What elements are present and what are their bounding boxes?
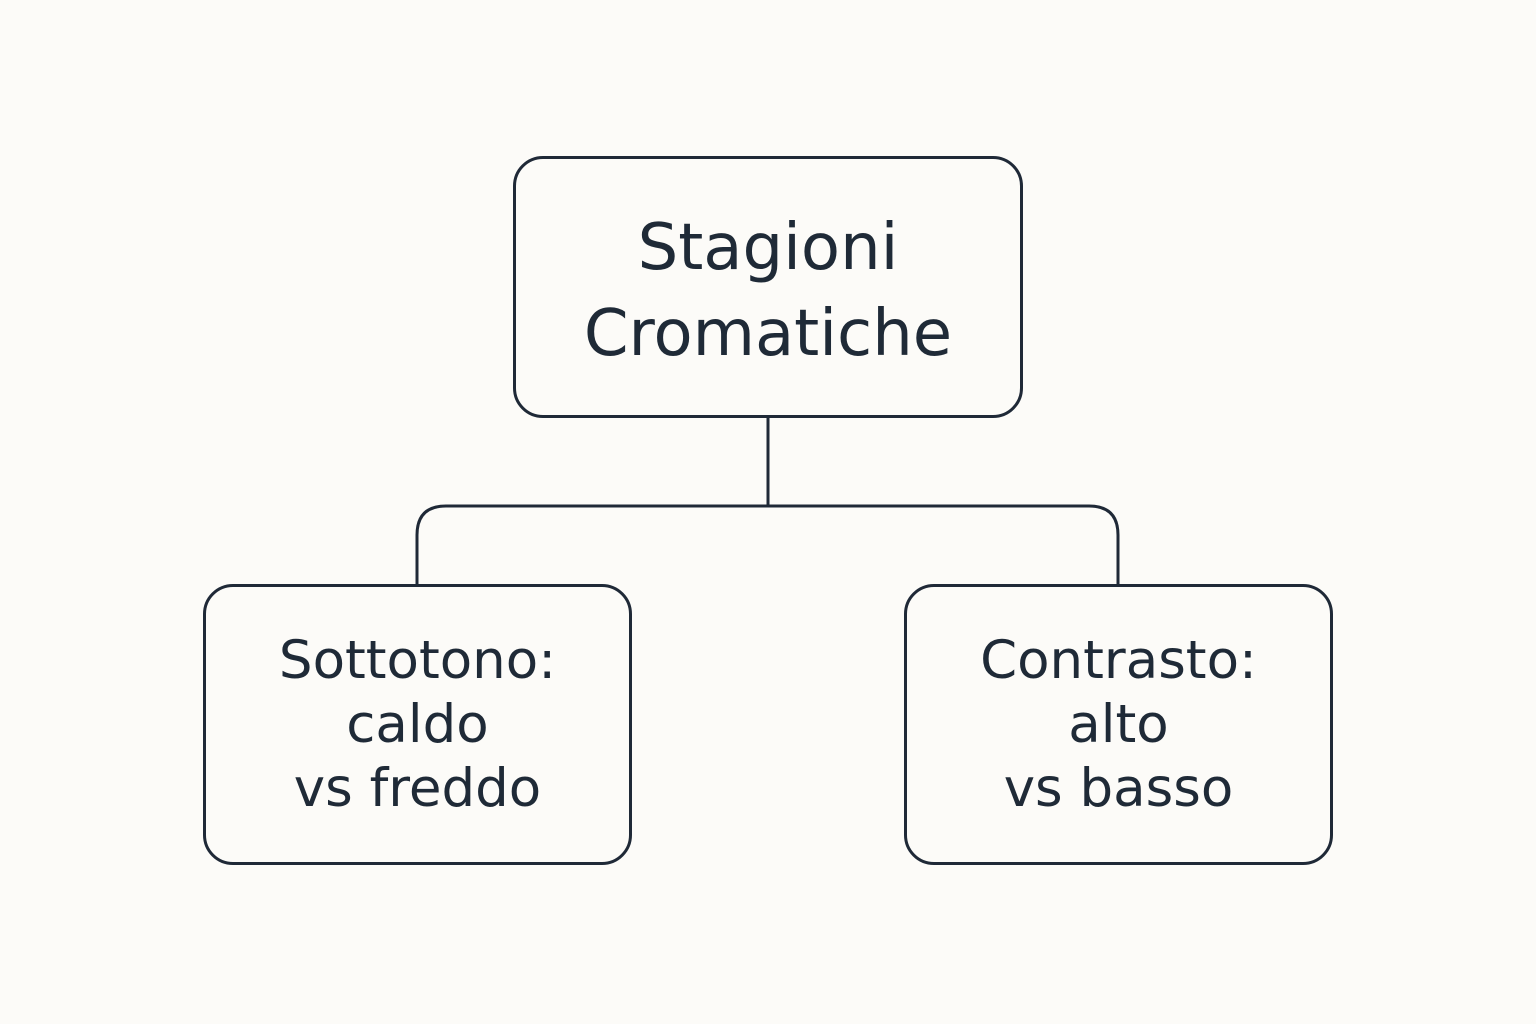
child-node-line: vs freddo [293,757,542,819]
child-node-line: vs basso [1003,757,1234,819]
child-node-undertone: Sottotono: caldo vs freddo [203,584,632,865]
connector-branch-right [768,504,1120,584]
child-node-line: caldo [346,693,489,755]
child-node-contrast: Contrasto: alto vs basso [904,584,1333,865]
child-node-line: Contrasto: [980,629,1257,691]
root-node-line: Cromatiche [583,297,953,371]
root-node: Stagioni Cromatiche [513,156,1023,418]
connector-branch-left [415,504,768,584]
child-node-line: alto [1068,693,1169,755]
root-node-line: Stagioni [637,211,899,285]
child-node-line: Sottotono: [278,629,557,691]
